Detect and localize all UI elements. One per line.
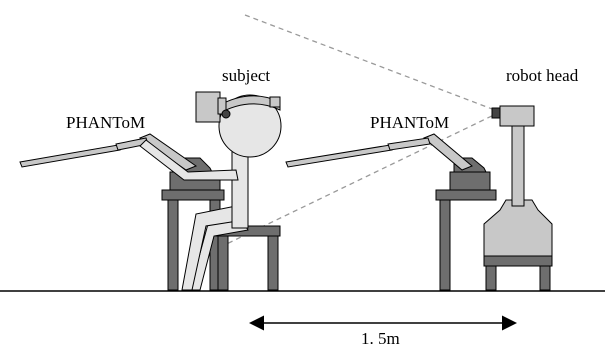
phantom-left-label: PHANToM bbox=[66, 113, 146, 132]
right-phantom-device bbox=[285, 133, 491, 191]
phantom-right-label: PHANToM bbox=[370, 113, 450, 132]
distance-label: 1. 5m bbox=[361, 329, 400, 348]
subject-label: subject bbox=[222, 66, 271, 85]
left-phantom-device bbox=[19, 133, 221, 191]
sight-lines bbox=[209, 14, 501, 253]
subject-chair bbox=[215, 225, 281, 291]
robot-head-label: robot head bbox=[506, 66, 579, 85]
robot-head bbox=[483, 105, 553, 291]
subject-figure bbox=[139, 91, 282, 291]
